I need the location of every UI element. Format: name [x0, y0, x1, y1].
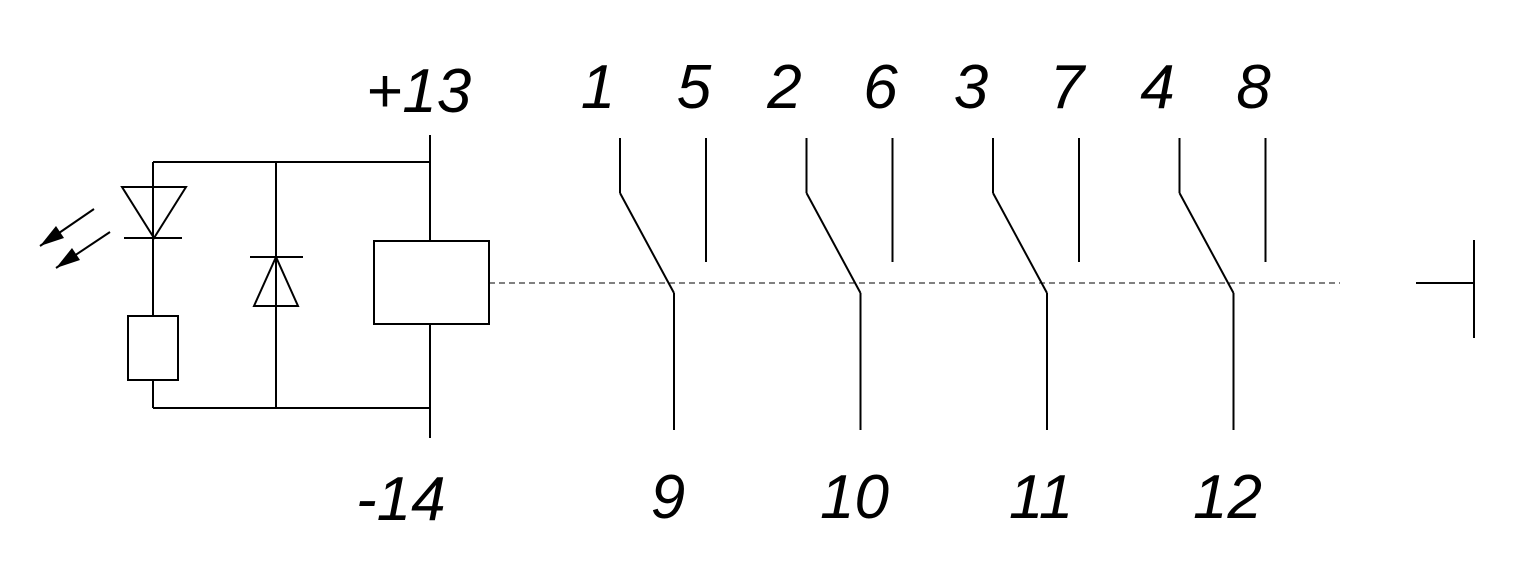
- relay-coil-group: [373, 135, 490, 438]
- contact-group: [805, 138, 894, 430]
- indicator-circuit: [39, 161, 430, 409]
- nc-terminal-label: 4: [1140, 53, 1174, 122]
- contact-group: [1178, 138, 1267, 430]
- no-terminal-label: 7: [1050, 53, 1087, 122]
- no-terminal-label: 8: [1236, 53, 1271, 122]
- relay-coil-icon: [373, 240, 490, 325]
- nc-terminal-label: 3: [954, 53, 988, 122]
- contact-groups: [619, 138, 1267, 430]
- common-terminal-label: 11: [1009, 463, 1073, 532]
- coil-plus-label: +13: [366, 57, 471, 126]
- led-icon: [39, 186, 188, 269]
- contact-blade: [1178, 192, 1235, 294]
- contact-group: [992, 138, 1080, 430]
- diode-icon: [250, 254, 303, 307]
- contact-blade: [619, 192, 675, 294]
- no-terminal-label: 5: [677, 53, 712, 122]
- common-terminal-label: 12: [1193, 463, 1262, 532]
- nc-terminal-label: 1: [581, 53, 615, 122]
- contact-blade: [805, 192, 862, 294]
- contact-group: [619, 138, 707, 430]
- manual-actuator-icon: [1416, 240, 1475, 338]
- no-terminal-label: 6: [863, 53, 898, 122]
- resistor-icon: [127, 315, 179, 381]
- common-terminal-label: 9: [651, 463, 685, 532]
- common-terminal-label: 10: [820, 463, 889, 532]
- coil-minus-label: -14: [356, 465, 446, 534]
- contact-blade: [992, 192, 1048, 294]
- nc-terminal-label: 2: [766, 53, 801, 122]
